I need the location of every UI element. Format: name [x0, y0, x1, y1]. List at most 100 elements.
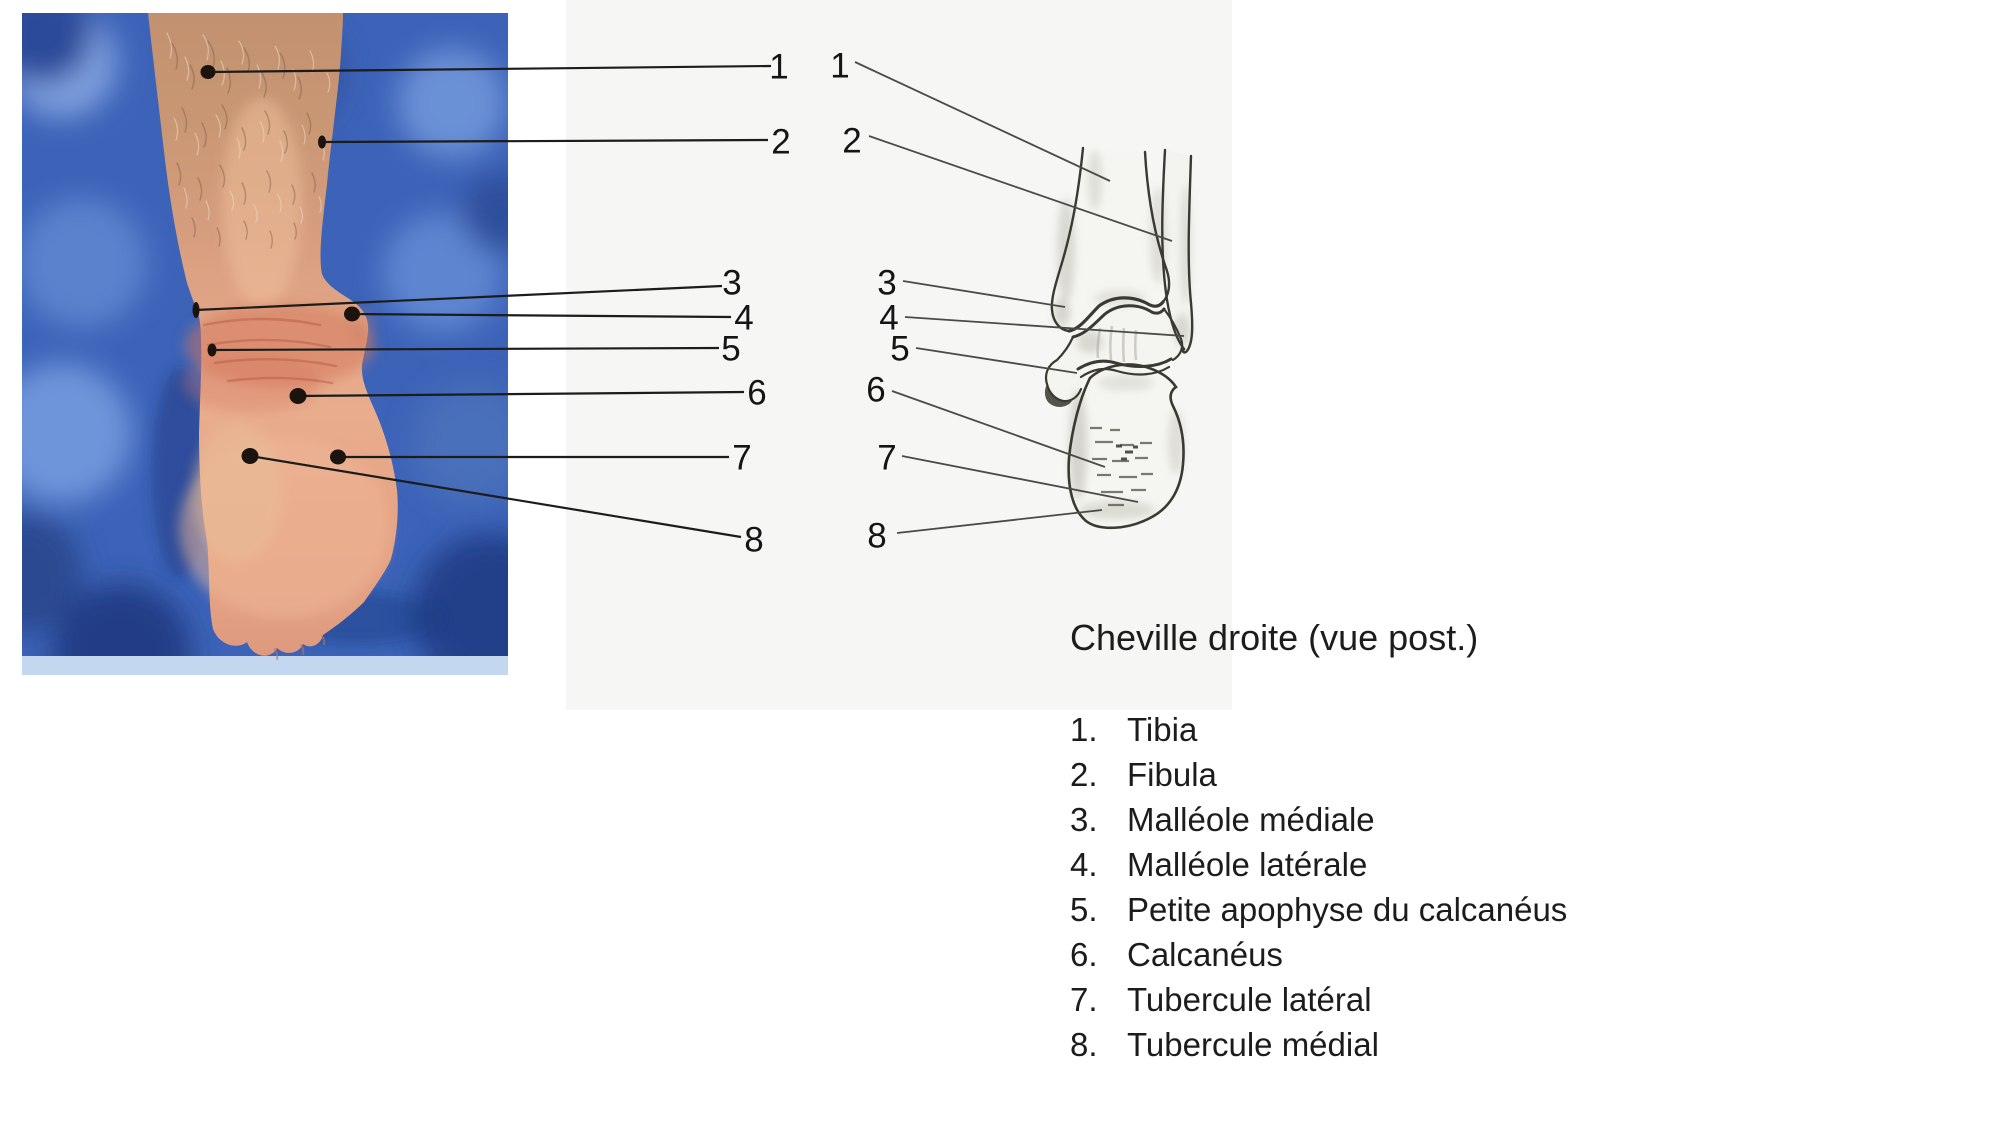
ankle-photo — [22, 13, 508, 675]
talus-left-sustentaculum — [1044, 335, 1083, 403]
legend-item: 5. Petite apophyse du calcanéus — [1070, 887, 1567, 932]
legend-item: 3. Malléole médiale — [1070, 797, 1567, 842]
photo-label-4: 4 — [734, 298, 754, 338]
bone-drawing — [1044, 146, 1194, 530]
subtalar-joint-line-1 — [1076, 357, 1173, 371]
drawing-leader-lines — [854, 61, 1185, 534]
legend-item-label: Tubercule latéral — [1127, 981, 1372, 1018]
heel-creases — [202, 317, 338, 385]
legend-item: 7. Tubercule latéral — [1070, 977, 1567, 1022]
marker-dot-6 — [289, 388, 307, 404]
leader-line-drawing-5 — [915, 347, 1078, 374]
photo-label-2: 2 — [771, 122, 791, 162]
leader-line-photo-3 — [195, 284, 723, 312]
subtalar-joint-line-2 — [1079, 365, 1171, 379]
bg-blob — [22, 513, 82, 633]
calcaneus-hatching-dark — [1116, 444, 1138, 461]
drawing-label-5: 5 — [890, 329, 910, 369]
leader-line-photo-6 — [297, 390, 745, 398]
calcaneus-hatching — [1090, 426, 1153, 507]
leader-line-drawing-6 — [891, 390, 1106, 468]
leader-line-photo-8 — [249, 454, 742, 539]
tibia-fill — [1051, 148, 1170, 331]
legend-item-number: 7. — [1070, 981, 1098, 1018]
talus-right-edge — [1162, 307, 1184, 362]
photo-label-8: 8 — [744, 520, 764, 560]
bg-blob — [22, 198, 147, 328]
drawing-label-1: 1 — [830, 46, 850, 86]
photo-label-1: 1 — [769, 47, 789, 87]
toe-creases — [274, 635, 326, 660]
legend-item: 2. Fibula — [1070, 752, 1567, 797]
leader-line-drawing-3 — [902, 280, 1066, 308]
legend-item-label: Fibula — [1127, 756, 1217, 793]
marker-dot-3 — [192, 302, 200, 318]
figure-title: Cheville droite (vue post.) — [1070, 617, 1479, 658]
legend-item-label: Calcanéus — [1127, 936, 1283, 973]
fibula-right-edge — [1182, 154, 1194, 354]
leg-hair-light — [166, 32, 331, 224]
legend-item-label: Petite apophyse du calcanéus — [1127, 891, 1568, 928]
bg-blob — [382, 213, 502, 333]
bg-blob — [412, 533, 508, 675]
legend-item-number: 5. — [1070, 891, 1098, 928]
achilles-highlight — [222, 98, 302, 308]
tibia-right-edge — [1143, 150, 1171, 304]
drawing-label-3: 3 — [877, 263, 897, 303]
photo-label-5: 5 — [721, 329, 741, 369]
legend-item-number: 4. — [1070, 846, 1098, 883]
calcaneus-outline — [1067, 363, 1185, 530]
leader-line-drawing-1 — [854, 61, 1111, 182]
legend-item-number: 1. — [1070, 711, 1098, 748]
drawing-label-7: 7 — [877, 438, 897, 478]
leader-line-drawing-8 — [896, 509, 1103, 534]
leg-hair-dark — [171, 40, 316, 249]
talar-dome-line — [1071, 304, 1166, 339]
legend-item: 6.Calcanéus — [1070, 932, 1567, 977]
legend-item-label: Malléole latérale — [1127, 846, 1368, 883]
leader-line-photo-4 — [351, 312, 732, 319]
talus-streaks — [1096, 325, 1138, 363]
leader-line-photo-5 — [211, 346, 720, 352]
legend-item-number: 3. — [1070, 801, 1098, 838]
drawing-label-4: 4 — [879, 298, 899, 338]
legend-item: 8.Tubercule médial — [1070, 1022, 1567, 1067]
leader-line-photo-1 — [207, 64, 772, 74]
photo-leader-lines — [195, 64, 772, 539]
legend-item-number: 8. — [1070, 1026, 1098, 1063]
legend-item: 1. Tibia — [1070, 707, 1567, 752]
leader-line-drawing-2 — [868, 135, 1173, 242]
bg-blob — [397, 48, 507, 158]
legend-item-number: 2. — [1070, 756, 1098, 793]
bg-blob — [462, 173, 508, 253]
photo-marker-dots — [192, 65, 360, 465]
bg-blob — [412, 383, 508, 503]
photo-label-3: 3 — [722, 263, 742, 303]
marker-dot-2 — [318, 135, 326, 149]
tibia-plafond-joint-line — [1067, 296, 1165, 333]
bg-blob — [52, 583, 192, 675]
drawing-label-8: 8 — [867, 516, 887, 556]
calcaneus-fill — [1068, 364, 1184, 528]
leader-line-drawing-4 — [904, 316, 1185, 337]
leader-line-photo-2 — [321, 138, 769, 144]
leader-line-drawing-7 — [901, 455, 1139, 503]
marker-dot-7 — [330, 449, 346, 465]
marker-dot-5 — [207, 343, 217, 357]
marker-dot-4 — [344, 306, 360, 322]
legend-item: 4. Malléole latérale — [1070, 842, 1567, 887]
legend-list: 1. Tibia 2. Fibula 3. Malléole médiale 4. Ma… — [1070, 707, 1567, 1067]
leg-and-foot — [148, 13, 398, 660]
drawing-label-6: 6 — [866, 370, 886, 410]
marker-dot-1 — [200, 65, 216, 79]
photo-label-6: 6 — [747, 373, 767, 413]
legend-item-label: Malléole médiale — [1127, 801, 1375, 838]
legend-item-label: Tibia — [1127, 711, 1198, 748]
bone-outlines — [1044, 146, 1194, 530]
photo-label-7: 7 — [732, 438, 752, 478]
table-edge-band — [22, 656, 508, 675]
heel-redness-2 — [182, 353, 322, 413]
tibia-left-edge — [1050, 146, 1085, 333]
